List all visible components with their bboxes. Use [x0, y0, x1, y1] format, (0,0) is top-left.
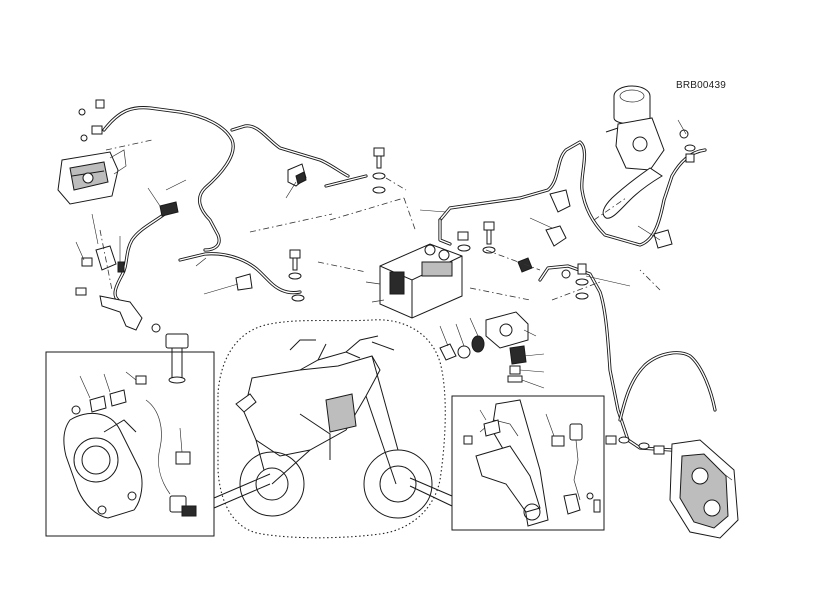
front-caliper-fittings — [605, 435, 665, 455]
abs-mounting-bracket — [439, 311, 529, 383]
brake-pipe-upper — [230, 124, 350, 178]
caliper-banjo-fitting — [78, 99, 105, 142]
brake-pipe-right — [438, 140, 707, 247]
union-bolts-right — [457, 189, 589, 300]
leader-lines — [75, 119, 687, 389]
master-cylinder-fittings — [653, 129, 696, 249]
brake-hose-rear — [102, 106, 235, 252]
detail-connector-right — [409, 477, 453, 507]
hose-clip-2 — [287, 163, 307, 187]
abs-sensor-rear — [151, 323, 189, 384]
drawing-reference-code: BRB00439 — [676, 80, 726, 91]
rear-brake-caliper — [57, 149, 127, 205]
union-bolt-top — [324, 147, 386, 194]
detail-box-rear-sensor — [45, 351, 215, 537]
front-brake-caliper — [669, 439, 739, 539]
hose-clip-1 — [159, 201, 179, 217]
brake-hose-front-lower — [618, 351, 717, 422]
alignment-lines — [99, 139, 661, 301]
motorcycle-overview — [217, 319, 446, 539]
abs-hydraulic-unit — [365, 243, 463, 319]
brake-hose-middle — [113, 208, 302, 302]
detail-connector-left — [213, 473, 271, 509]
hose-clip-3 — [235, 273, 253, 291]
front-master-cylinder — [605, 85, 665, 171]
union-bolt-middle — [288, 249, 305, 302]
front-brake-lever — [602, 167, 663, 219]
detail-box-front-sensor — [451, 395, 605, 531]
mounting-bolts-left — [75, 245, 143, 331]
